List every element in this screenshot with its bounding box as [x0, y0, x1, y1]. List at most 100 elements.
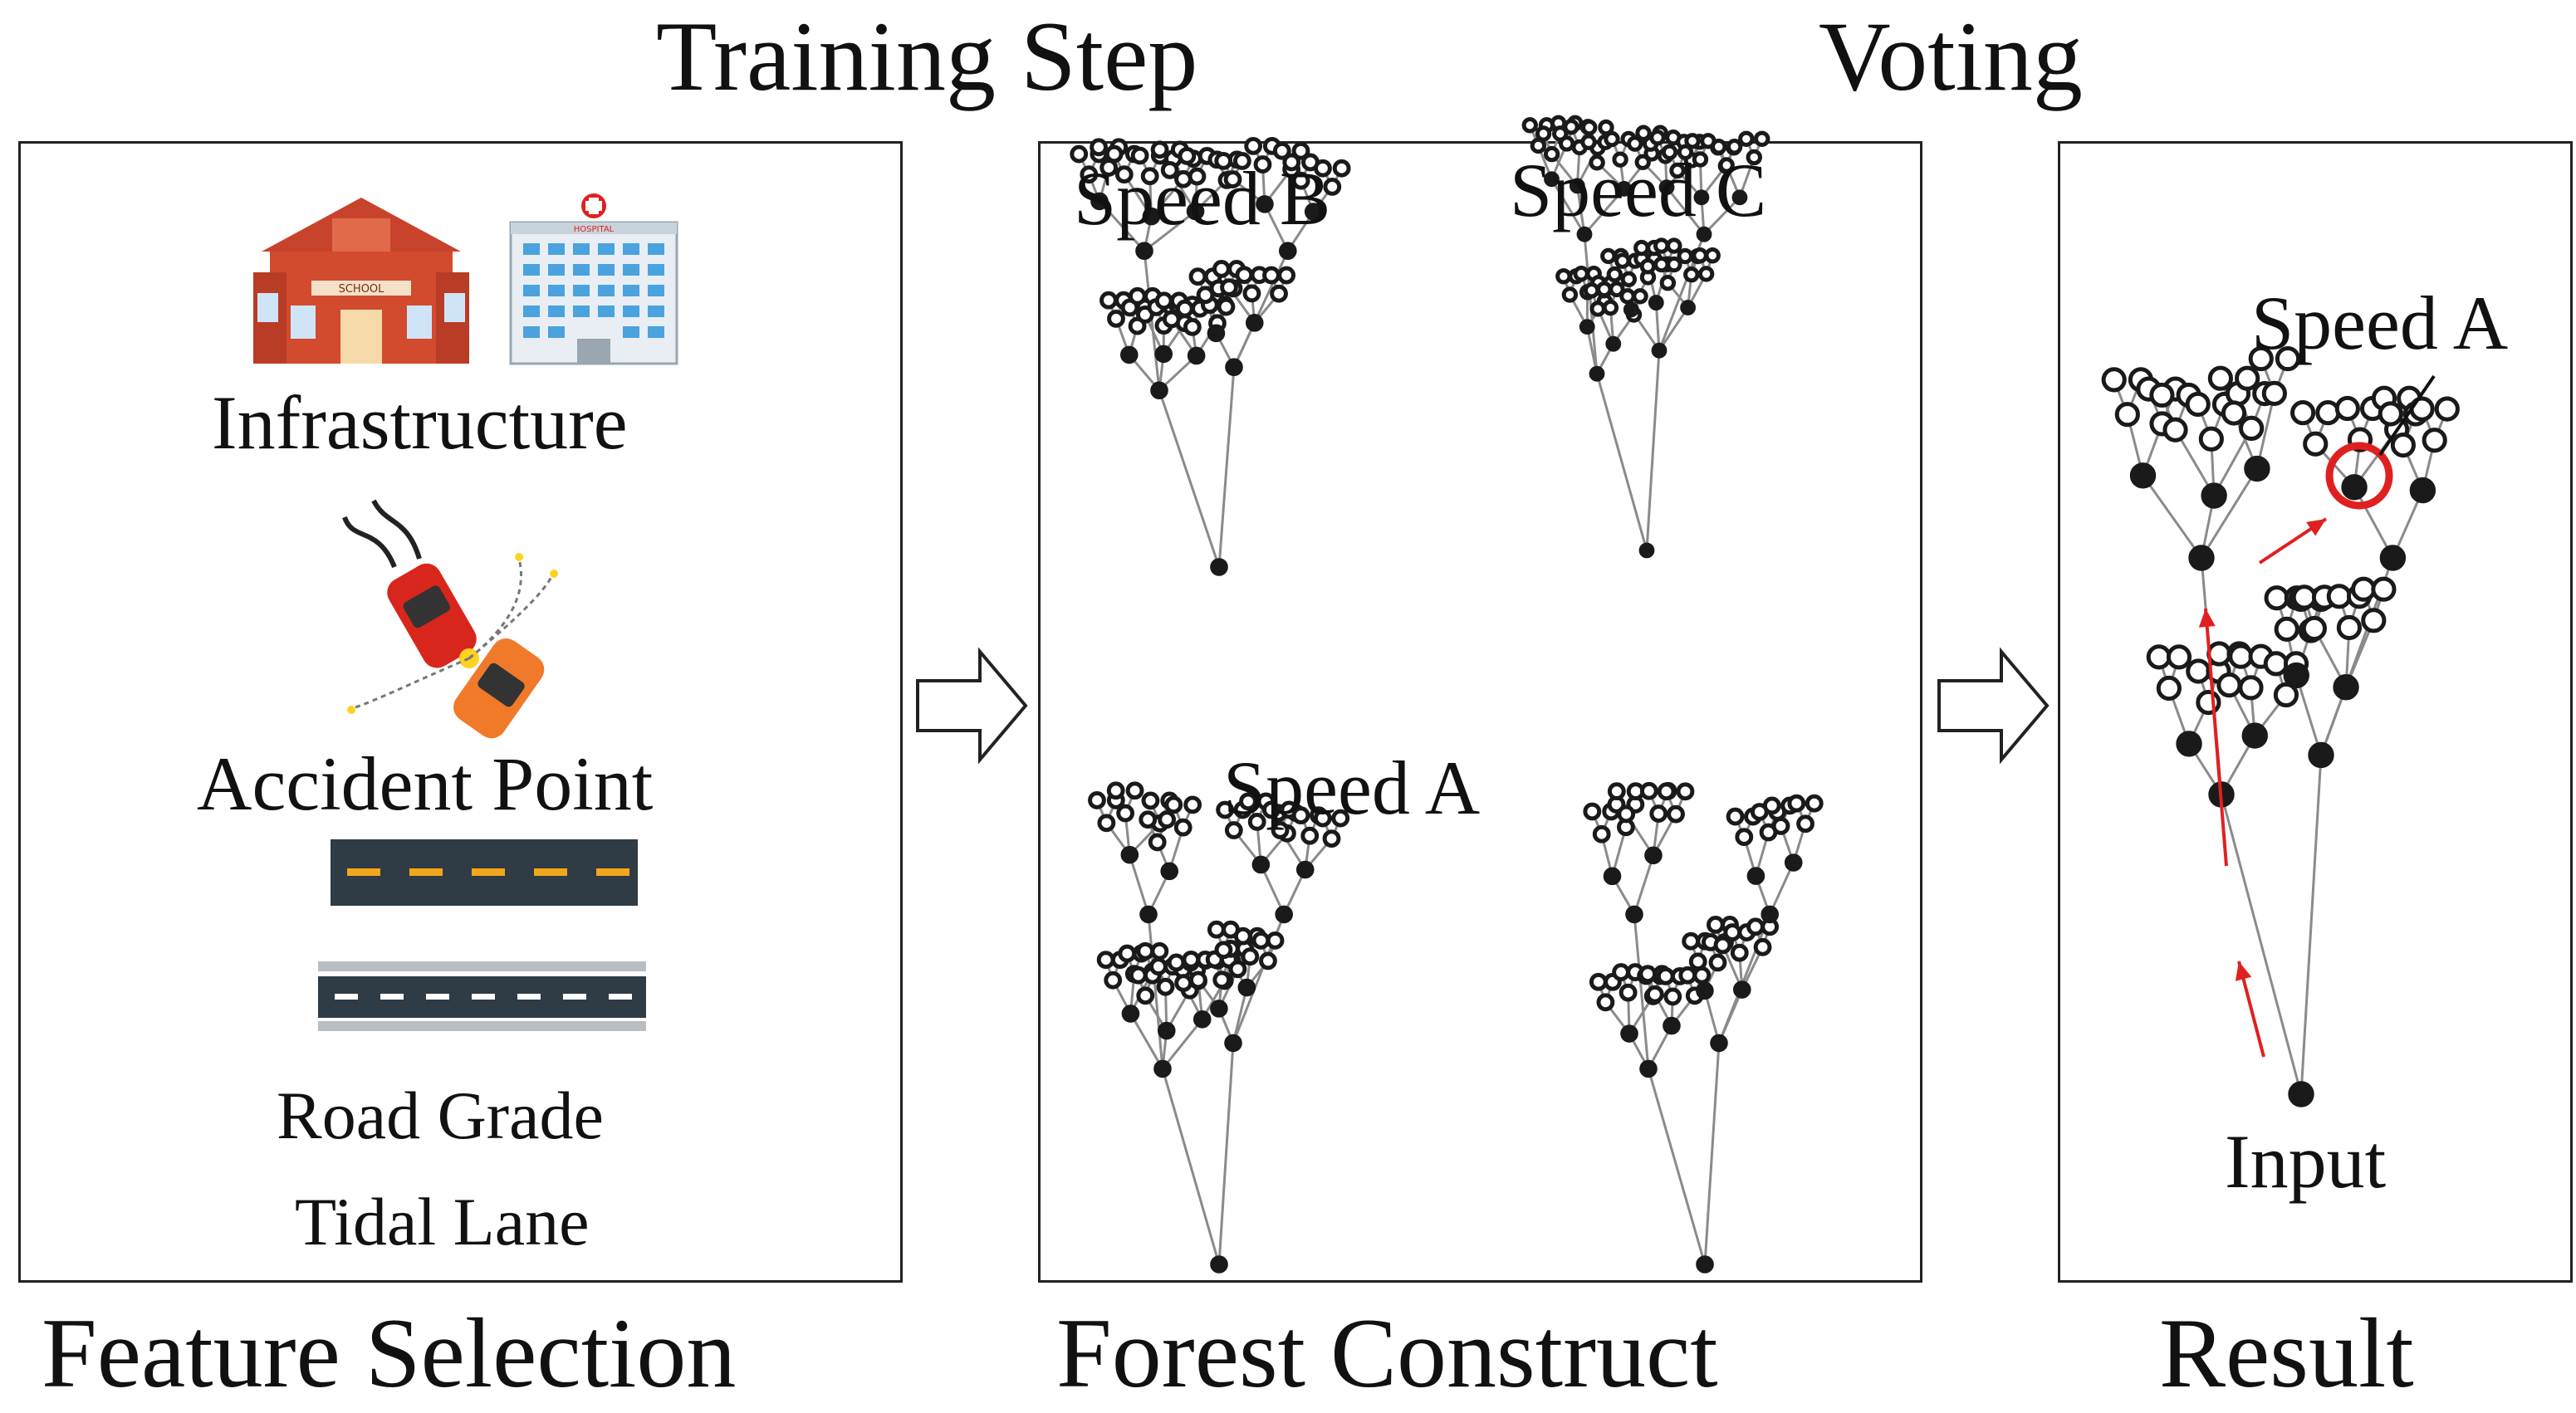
tree-node [1233, 927, 1252, 946]
tree-node [1150, 941, 1169, 961]
tree-node [2274, 616, 2299, 642]
tree-node [1632, 288, 1648, 305]
tree-node [1623, 301, 1639, 318]
tree-node [2341, 474, 2368, 501]
tree-node [1154, 345, 1173, 364]
tree-node [2186, 658, 2211, 684]
tree-node [1097, 814, 1116, 833]
tree-node [2129, 462, 2157, 489]
tree-node [1603, 867, 1622, 886]
tree-node [2301, 615, 2327, 642]
tree-node [2196, 689, 2221, 716]
tree-node [1589, 301, 1606, 317]
tree-node [1291, 171, 1310, 190]
tree-node [2241, 722, 2268, 749]
tree-node [1693, 189, 1710, 206]
tree-node [1154, 291, 1173, 310]
tree-edge [1583, 234, 1599, 374]
forest-trees [1070, 115, 1824, 1274]
tree-node [1676, 782, 1695, 801]
tree-edge [2294, 675, 2323, 755]
tree-node [1272, 141, 1291, 160]
tree-node [2239, 415, 2265, 442]
tree-node [2235, 365, 2260, 391]
tree-node [1175, 299, 1194, 318]
tree-node [1188, 267, 1207, 286]
tree-node [1167, 953, 1186, 972]
tree-node [2275, 345, 2301, 372]
tree-node [1220, 278, 1238, 297]
tree-node [1183, 317, 1202, 336]
label-infrastructure: Infrastructure [212, 380, 628, 465]
tree-node [2264, 585, 2290, 611]
tree-node [1598, 119, 1614, 136]
tree-node [2101, 367, 2127, 393]
result-tree [2101, 345, 2460, 1107]
right-arrow-icon [916, 647, 1028, 765]
tree-node [1746, 867, 1765, 885]
road-icon [331, 839, 638, 906]
tree-node [1207, 324, 1226, 343]
tree-node [2263, 651, 2289, 677]
decision-tree [1521, 115, 1770, 559]
tree-edge [1217, 1043, 1235, 1265]
tree-node [1645, 985, 1664, 1004]
tree-node [1275, 905, 1294, 924]
tree-node [1237, 978, 1256, 997]
tree-node [1635, 125, 1652, 141]
tree-node [1771, 817, 1790, 835]
tree-node [1619, 983, 1638, 1002]
tree-node [1251, 931, 1271, 950]
tree-edge [1147, 914, 1164, 1069]
path-arrow [2204, 608, 2228, 867]
forest-construct-panel: Speed B Speed C Speed A [1038, 115, 1922, 1283]
tree-node [1619, 288, 1636, 305]
tree-edge [1232, 987, 1248, 1044]
tree-node [1173, 818, 1193, 837]
tree-node [1139, 905, 1158, 924]
tree-node [1605, 335, 1622, 352]
tree-node [1666, 256, 1682, 273]
tree-node [2326, 584, 2352, 609]
label-tidal-lane: Tidal Lane [295, 1184, 590, 1259]
tree-node [1129, 966, 1148, 985]
tree-nodes [1583, 781, 1824, 1274]
tree-node [1291, 806, 1310, 825]
tree-node [1602, 299, 1619, 316]
tree-node [2166, 644, 2192, 670]
tree-edge [1702, 196, 1741, 236]
tree-node [1761, 905, 1780, 924]
tree-node [1217, 297, 1236, 316]
tree-node [2244, 455, 2270, 482]
tree-node [1634, 154, 1651, 171]
tree-node [1332, 159, 1351, 178]
tree-node [1148, 833, 1167, 852]
tree-node [2146, 644, 2172, 670]
tree-node [1239, 792, 1257, 811]
tree-node [1282, 153, 1301, 172]
tree-node [2303, 431, 2329, 457]
tree-edge [1645, 350, 1661, 551]
tree-node [1680, 300, 1696, 315]
tree-node [1182, 950, 1201, 969]
tree-node [1251, 855, 1271, 874]
tree-node [1596, 993, 1615, 1012]
tree-node [1544, 171, 1560, 188]
tree-edge [2142, 474, 2203, 559]
tree-node [1614, 252, 1631, 269]
tree-node [1186, 202, 1205, 221]
tree-edge [1703, 1043, 1721, 1265]
tree-node [1130, 146, 1149, 165]
tree-node [1609, 281, 1625, 298]
tree-edge [2353, 486, 2394, 559]
tree-node [1684, 133, 1701, 149]
tree-edge [1217, 367, 1236, 568]
tree-node [1718, 157, 1735, 174]
tree-node [1581, 119, 1598, 136]
tree-node [1677, 247, 1693, 265]
tree-node [1666, 237, 1682, 254]
tree-node [1210, 1255, 1228, 1274]
tree-node [1212, 971, 1232, 990]
caption-feature-selection: Feature Selection [42, 1298, 737, 1408]
tree-node [1323, 178, 1342, 196]
